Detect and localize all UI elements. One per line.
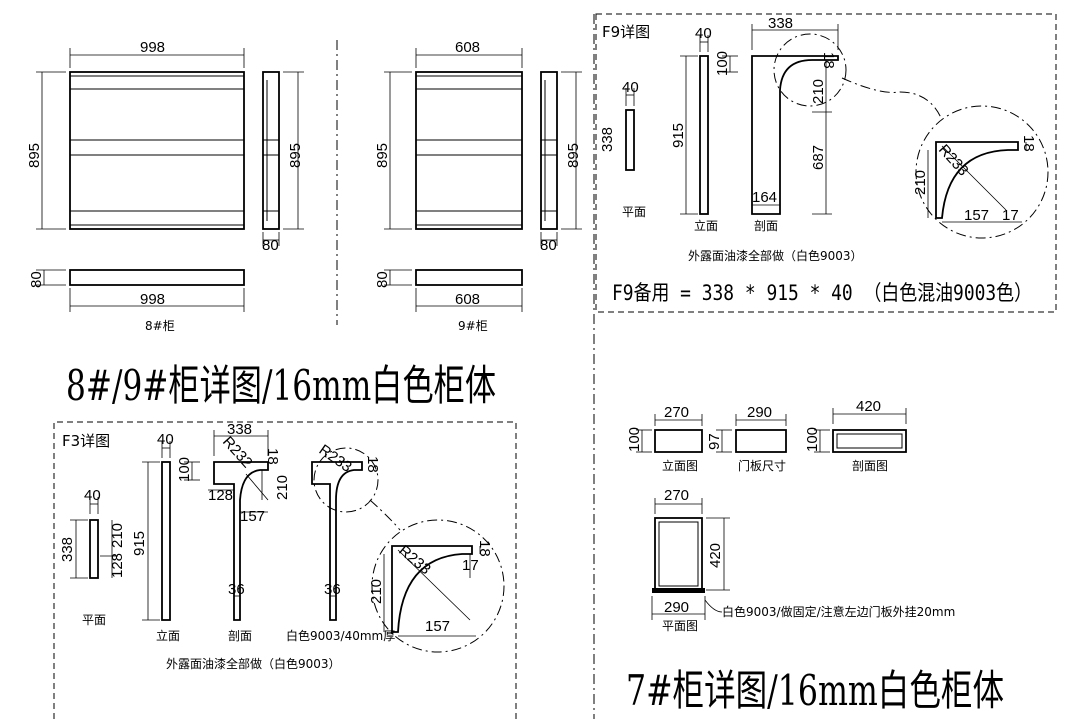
cab8-side-depth-label: 80 bbox=[262, 237, 279, 254]
f9-section bbox=[751, 24, 943, 215]
f3-plan-128: 128 bbox=[109, 553, 126, 578]
f3-sec2-caption: 白色9003/40mm厚 bbox=[286, 628, 395, 643]
cab7-plan-w: 270 bbox=[664, 487, 689, 504]
f3-plan-210: 210 bbox=[109, 523, 126, 548]
f3-elev-height: 915 bbox=[131, 531, 148, 556]
cab9-plan-depth-label: 80 bbox=[374, 271, 391, 288]
f9-plan bbox=[625, 88, 635, 171]
cabinet-9-side bbox=[540, 71, 582, 246]
cab7-sec-h: 100 bbox=[804, 427, 821, 452]
f9-sec-lower: 687 bbox=[810, 145, 827, 170]
cab7-door-w: 290 bbox=[747, 404, 772, 421]
f3-elevation bbox=[142, 441, 200, 621]
f9-plan-len: 338 bbox=[599, 127, 616, 152]
f9-elev-thk: 40 bbox=[695, 25, 712, 42]
f3-detail-circle bbox=[371, 519, 505, 653]
f3-sec-157: 157 bbox=[240, 508, 265, 525]
f3-paint-note: 外露面油漆全部做（白色9003） bbox=[166, 656, 341, 671]
f3-header: F3详图 bbox=[62, 432, 110, 450]
f3-sec2-18: 18 bbox=[364, 456, 381, 473]
f9-sec-leg: 164 bbox=[752, 189, 777, 206]
f9-header: F9详图 bbox=[602, 23, 650, 41]
f3-plan bbox=[70, 497, 118, 579]
cab8-plan-depth-label: 80 bbox=[28, 271, 45, 288]
cabinet-9-front bbox=[384, 48, 523, 230]
f3-sec-width: 338 bbox=[227, 421, 252, 438]
cab9-side-height-label: 895 bbox=[565, 143, 582, 168]
f3-detail-r: R233 bbox=[395, 542, 433, 578]
f3-sec-18: 18 bbox=[264, 448, 281, 465]
f9-plan-thk: 40 bbox=[622, 79, 639, 96]
f3-elev-top: 100 bbox=[176, 457, 193, 482]
cab7-section bbox=[814, 408, 907, 453]
title-8-9: 8#/9#柜详图/16mm白色柜体 bbox=[66, 361, 496, 410]
cab7-door-caption: 门板尺寸 bbox=[738, 458, 786, 473]
cab7-elevation bbox=[636, 414, 703, 453]
f9-detail-18: 18 bbox=[1020, 135, 1037, 152]
cab8-width-label: 998 bbox=[140, 39, 165, 56]
f3-sec-36: 36 bbox=[228, 581, 245, 598]
f9-sec-width: 338 bbox=[768, 15, 793, 32]
f9-detail-circle bbox=[915, 105, 1049, 239]
f3-sec-128: 128 bbox=[208, 487, 233, 504]
f3-detail-157: 157 bbox=[425, 618, 450, 635]
cab9-width-label: 608 bbox=[455, 39, 480, 56]
cab8-side-height-label: 895 bbox=[287, 143, 304, 168]
f3-plan-thk: 40 bbox=[84, 487, 101, 504]
f9-detail-r: R233 bbox=[935, 141, 972, 179]
title-7: 7#柜详图/16mm白色柜体 bbox=[626, 666, 1004, 715]
f9-elevation bbox=[680, 35, 738, 215]
cab7-elev-w: 270 bbox=[664, 404, 689, 421]
f9-plan-caption: 平面 bbox=[622, 205, 646, 219]
f3-detail-17: 17 bbox=[462, 557, 479, 574]
cab9-plan-width-label: 608 bbox=[455, 291, 480, 308]
f3-plan-caption: 平面 bbox=[82, 613, 106, 627]
f3-plan-len: 338 bbox=[59, 537, 76, 562]
f9-detail-17: 17 bbox=[1002, 207, 1019, 224]
f9-detail-157: 157 bbox=[964, 207, 989, 224]
f9-elev-height: 915 bbox=[670, 123, 687, 148]
cabinet-8-side bbox=[262, 71, 304, 246]
cabinet-8-plan bbox=[36, 269, 245, 312]
cab7-plan bbox=[651, 498, 730, 620]
f9-sec-caption: 剖面 bbox=[754, 219, 778, 233]
cab7-door-h: 97 bbox=[706, 433, 723, 450]
f9-spare-spec: F9备用 = 338 * 915 * 40 （白色混油9003色） bbox=[612, 281, 1032, 305]
cab7-door bbox=[716, 414, 787, 453]
f3-elev-caption: 立面 bbox=[156, 628, 180, 643]
cabinet-8-front bbox=[36, 48, 245, 230]
f3-section bbox=[208, 430, 269, 621]
cab9-height-label: 895 bbox=[374, 143, 391, 168]
f3-sec-caption: 剖面 bbox=[228, 629, 252, 643]
f9-paint-note: 外露面油漆全部做（白色9003） bbox=[688, 248, 863, 263]
f3-detail-210: 210 bbox=[368, 579, 385, 604]
cab9-caption: 9#柜 bbox=[458, 319, 488, 333]
f3-detail-18: 18 bbox=[476, 540, 493, 557]
f3-elev-thk: 40 bbox=[157, 431, 174, 448]
cab7-plan-note: 白色9003/做固定/注意左边门板外挂20mm bbox=[722, 604, 955, 619]
cab7-elev-h: 100 bbox=[626, 427, 643, 452]
f9-frame bbox=[595, 13, 1057, 313]
f3-section-2 bbox=[311, 447, 401, 621]
cab8-plan-width-label: 998 bbox=[140, 291, 165, 308]
f9-elev-top: 100 bbox=[714, 51, 731, 76]
cab7-plan-caption: 平面图 bbox=[662, 619, 698, 633]
cab7-sec-caption: 剖面图 bbox=[852, 459, 888, 473]
f3-sec2-36: 36 bbox=[324, 581, 341, 598]
f9-sec-top: 18 bbox=[820, 52, 837, 69]
cabinet-9-plan bbox=[384, 269, 523, 312]
cab7-plan-h: 420 bbox=[707, 543, 724, 568]
f3-sec-r: R232 bbox=[219, 433, 256, 471]
cab9-side-depth-label: 80 bbox=[540, 237, 557, 254]
f3-sec-210: 210 bbox=[274, 475, 291, 500]
f9-sec-curve: 210 bbox=[810, 79, 827, 104]
cab7-plan-bottom-w: 290 bbox=[664, 599, 689, 616]
cab7-sec-w: 420 bbox=[856, 398, 881, 415]
cab7-elev-caption: 立面图 bbox=[662, 458, 698, 473]
cab8-caption: 8#柜 bbox=[145, 319, 175, 333]
f9-elev-caption: 立面 bbox=[694, 218, 718, 233]
cab8-height-label: 895 bbox=[26, 143, 43, 168]
f9-detail-210: 210 bbox=[912, 170, 929, 195]
